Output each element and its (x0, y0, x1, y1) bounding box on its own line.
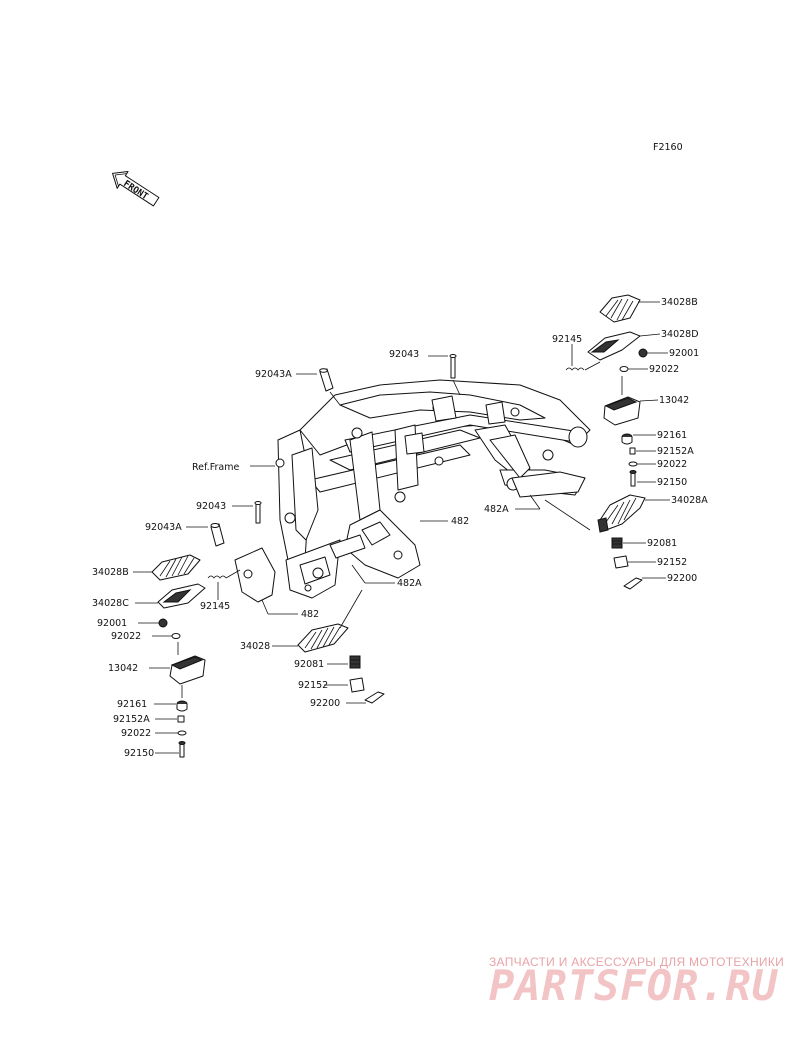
bolt-92001-right (638, 348, 648, 358)
bolt-92150-right (629, 470, 637, 487)
label-34028b-left: 34028B (92, 567, 129, 578)
label-92145-left: 92145 (200, 601, 230, 612)
label-92043-mid: 92043 (196, 501, 226, 512)
collar-92152-right (613, 555, 629, 569)
label-34028b-right: 34028B (661, 297, 698, 308)
watermark-tagline: ЗАПЧАСТИ И АКСЕССУАРЫ ДЛЯ МОТОТЕХНИКИ (489, 955, 784, 969)
label-92150-left: 92150 (124, 748, 154, 759)
label-13042-right: 13042 (659, 395, 689, 406)
label-92001-left: 92001 (97, 618, 127, 629)
label-92043-top: 92043 (389, 349, 419, 360)
collar-92152-left (349, 677, 365, 693)
front-arrow-icon: FRONT (112, 171, 160, 207)
spring-92081-right (611, 537, 623, 549)
left-step-bracket (234, 539, 341, 603)
bolt-92001-left (158, 618, 168, 628)
right-step-bracket (329, 509, 421, 579)
pin-92043-top (449, 354, 457, 379)
diagram-code: F2160 (653, 142, 683, 153)
label-92200-left: 92200 (310, 698, 340, 709)
collar-92043a-mid (210, 523, 225, 547)
label-92043a-mid: 92043A (145, 522, 182, 533)
spring-92081-left (349, 655, 361, 669)
label-92161-left: 92161 (117, 699, 147, 710)
ref-frame-label: Ref.Frame (192, 462, 239, 473)
washer-92022-right-1 (619, 366, 629, 372)
footpeg-rubber-34028b-left (151, 554, 201, 581)
watermark-logo: PARTSFOR.RU (489, 961, 779, 1010)
label-92022-left-1: 92022 (111, 631, 141, 642)
footpeg-34028a (597, 494, 646, 533)
label-482-low: 482 (301, 609, 319, 620)
label-92145-right: 92145 (552, 334, 582, 345)
spring-92145-right (565, 367, 585, 371)
label-34028d: 34028D (661, 329, 699, 340)
label-92022-right-1: 92022 (649, 364, 679, 375)
pin-92200-right (623, 577, 643, 590)
label-92022-left-2: 92022 (121, 728, 151, 739)
damper-92161-left (176, 700, 188, 712)
label-34028c: 34028C (92, 598, 129, 609)
label-92152-right: 92152 (657, 557, 687, 568)
bolt-92150-left (178, 741, 186, 758)
pin-92200-left (364, 691, 385, 704)
damper-92161-right (621, 433, 633, 445)
washer-92022-right-2 (628, 461, 638, 467)
footpeg-34028c (157, 583, 206, 609)
footpeg-rubber-34028b-right (599, 294, 641, 323)
label-92200-right: 92200 (667, 573, 697, 584)
label-92152a-right: 92152A (657, 446, 694, 457)
watermark: ЗАПЧАСТИ И АКСЕССУАРЫ ДЛЯ МОТОТЕХНИКИ PA… (489, 955, 784, 1010)
footpeg-34028 (297, 623, 349, 653)
label-92081-left: 92081 (294, 659, 324, 670)
rear-right-bracket (489, 434, 586, 498)
label-482a-right: 482A (484, 504, 509, 515)
label-34028a: 34028A (671, 495, 708, 506)
label-482a-mid: 482A (397, 578, 422, 589)
label-92043a-top: 92043A (255, 369, 292, 380)
label-13042-left: 13042 (108, 663, 138, 674)
label-482-mid: 482 (451, 516, 469, 527)
collar-92152a-right (629, 447, 636, 455)
label-92161-right: 92161 (657, 430, 687, 441)
label-92152-left: 92152 (298, 680, 328, 691)
label-92081-right: 92081 (647, 538, 677, 549)
collar-92043a-top (319, 368, 334, 392)
footpeg-34028d (587, 331, 641, 361)
label-34028: 34028 (240, 641, 270, 652)
washer-92022-left-1 (171, 633, 181, 639)
bracket-13042-left (169, 655, 206, 685)
pin-92043-mid (254, 501, 262, 524)
label-92001-right: 92001 (669, 348, 699, 359)
label-92152a-left: 92152A (113, 714, 150, 725)
collar-92152a-left (177, 715, 185, 723)
label-92022-right-2: 92022 (657, 459, 687, 470)
label-92150-right: 92150 (657, 477, 687, 488)
bracket-13042-right (603, 396, 641, 426)
spring-92145-left (207, 575, 227, 579)
washer-92022-left-2 (177, 730, 187, 736)
